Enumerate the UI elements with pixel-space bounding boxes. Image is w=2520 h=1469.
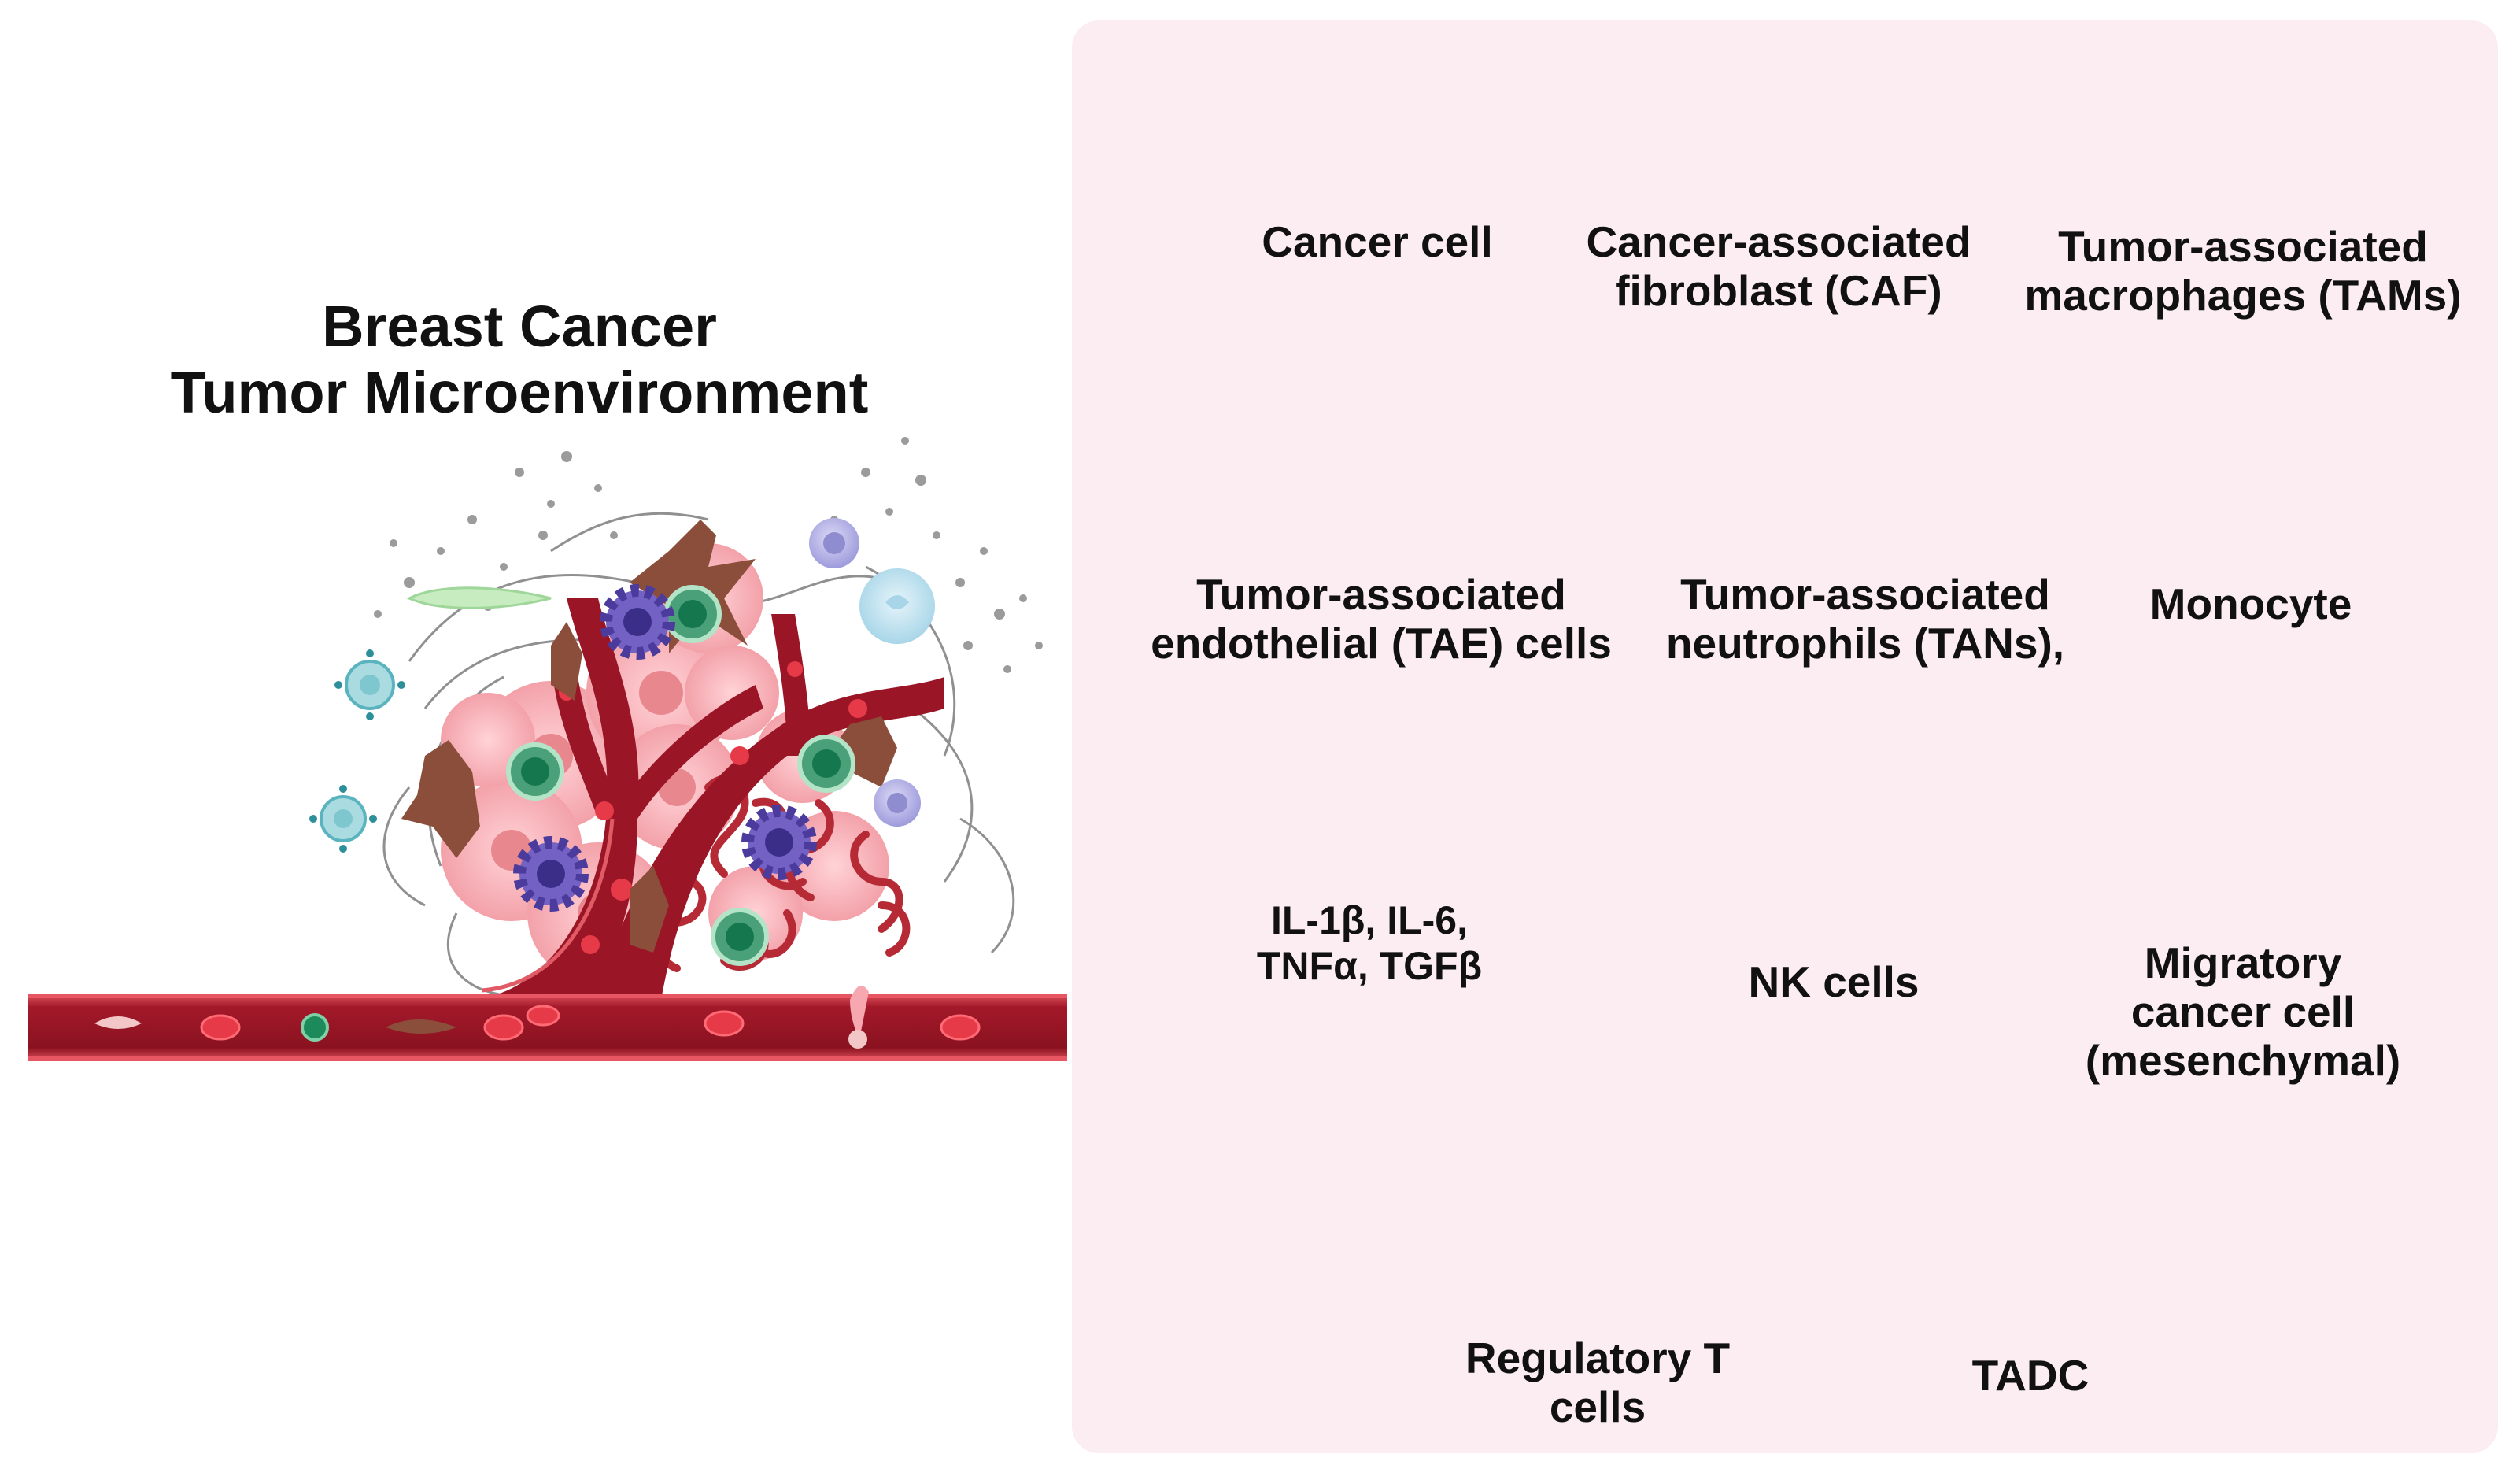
scene-regulatory-t-cells xyxy=(506,585,855,966)
scene-nk-cells xyxy=(309,649,405,853)
legend-label-tadc: TADC xyxy=(1971,1351,2090,1400)
legend-panel xyxy=(1072,20,2498,1453)
scene-tadc-cells xyxy=(513,584,817,912)
scene-macrophages xyxy=(809,518,935,827)
legend-label-cytokines: IL-1β, IL-6,TNFα, TGFβ xyxy=(1256,898,1483,988)
legend-label-cancer-cell: Cancer cell xyxy=(1262,217,1493,266)
legend-label-monocyte: Monocyte xyxy=(2149,579,2352,628)
page-title-line-2: Tumor Microenvironment xyxy=(170,360,869,425)
page-title-line-1: Breast Cancer xyxy=(322,294,717,359)
tumor-scene xyxy=(28,437,1067,1061)
legend-label-nk-cells: NK cells xyxy=(1748,957,1920,1006)
main-blood-vessel xyxy=(28,986,1067,1061)
scene-endothelial-cell xyxy=(406,586,552,609)
